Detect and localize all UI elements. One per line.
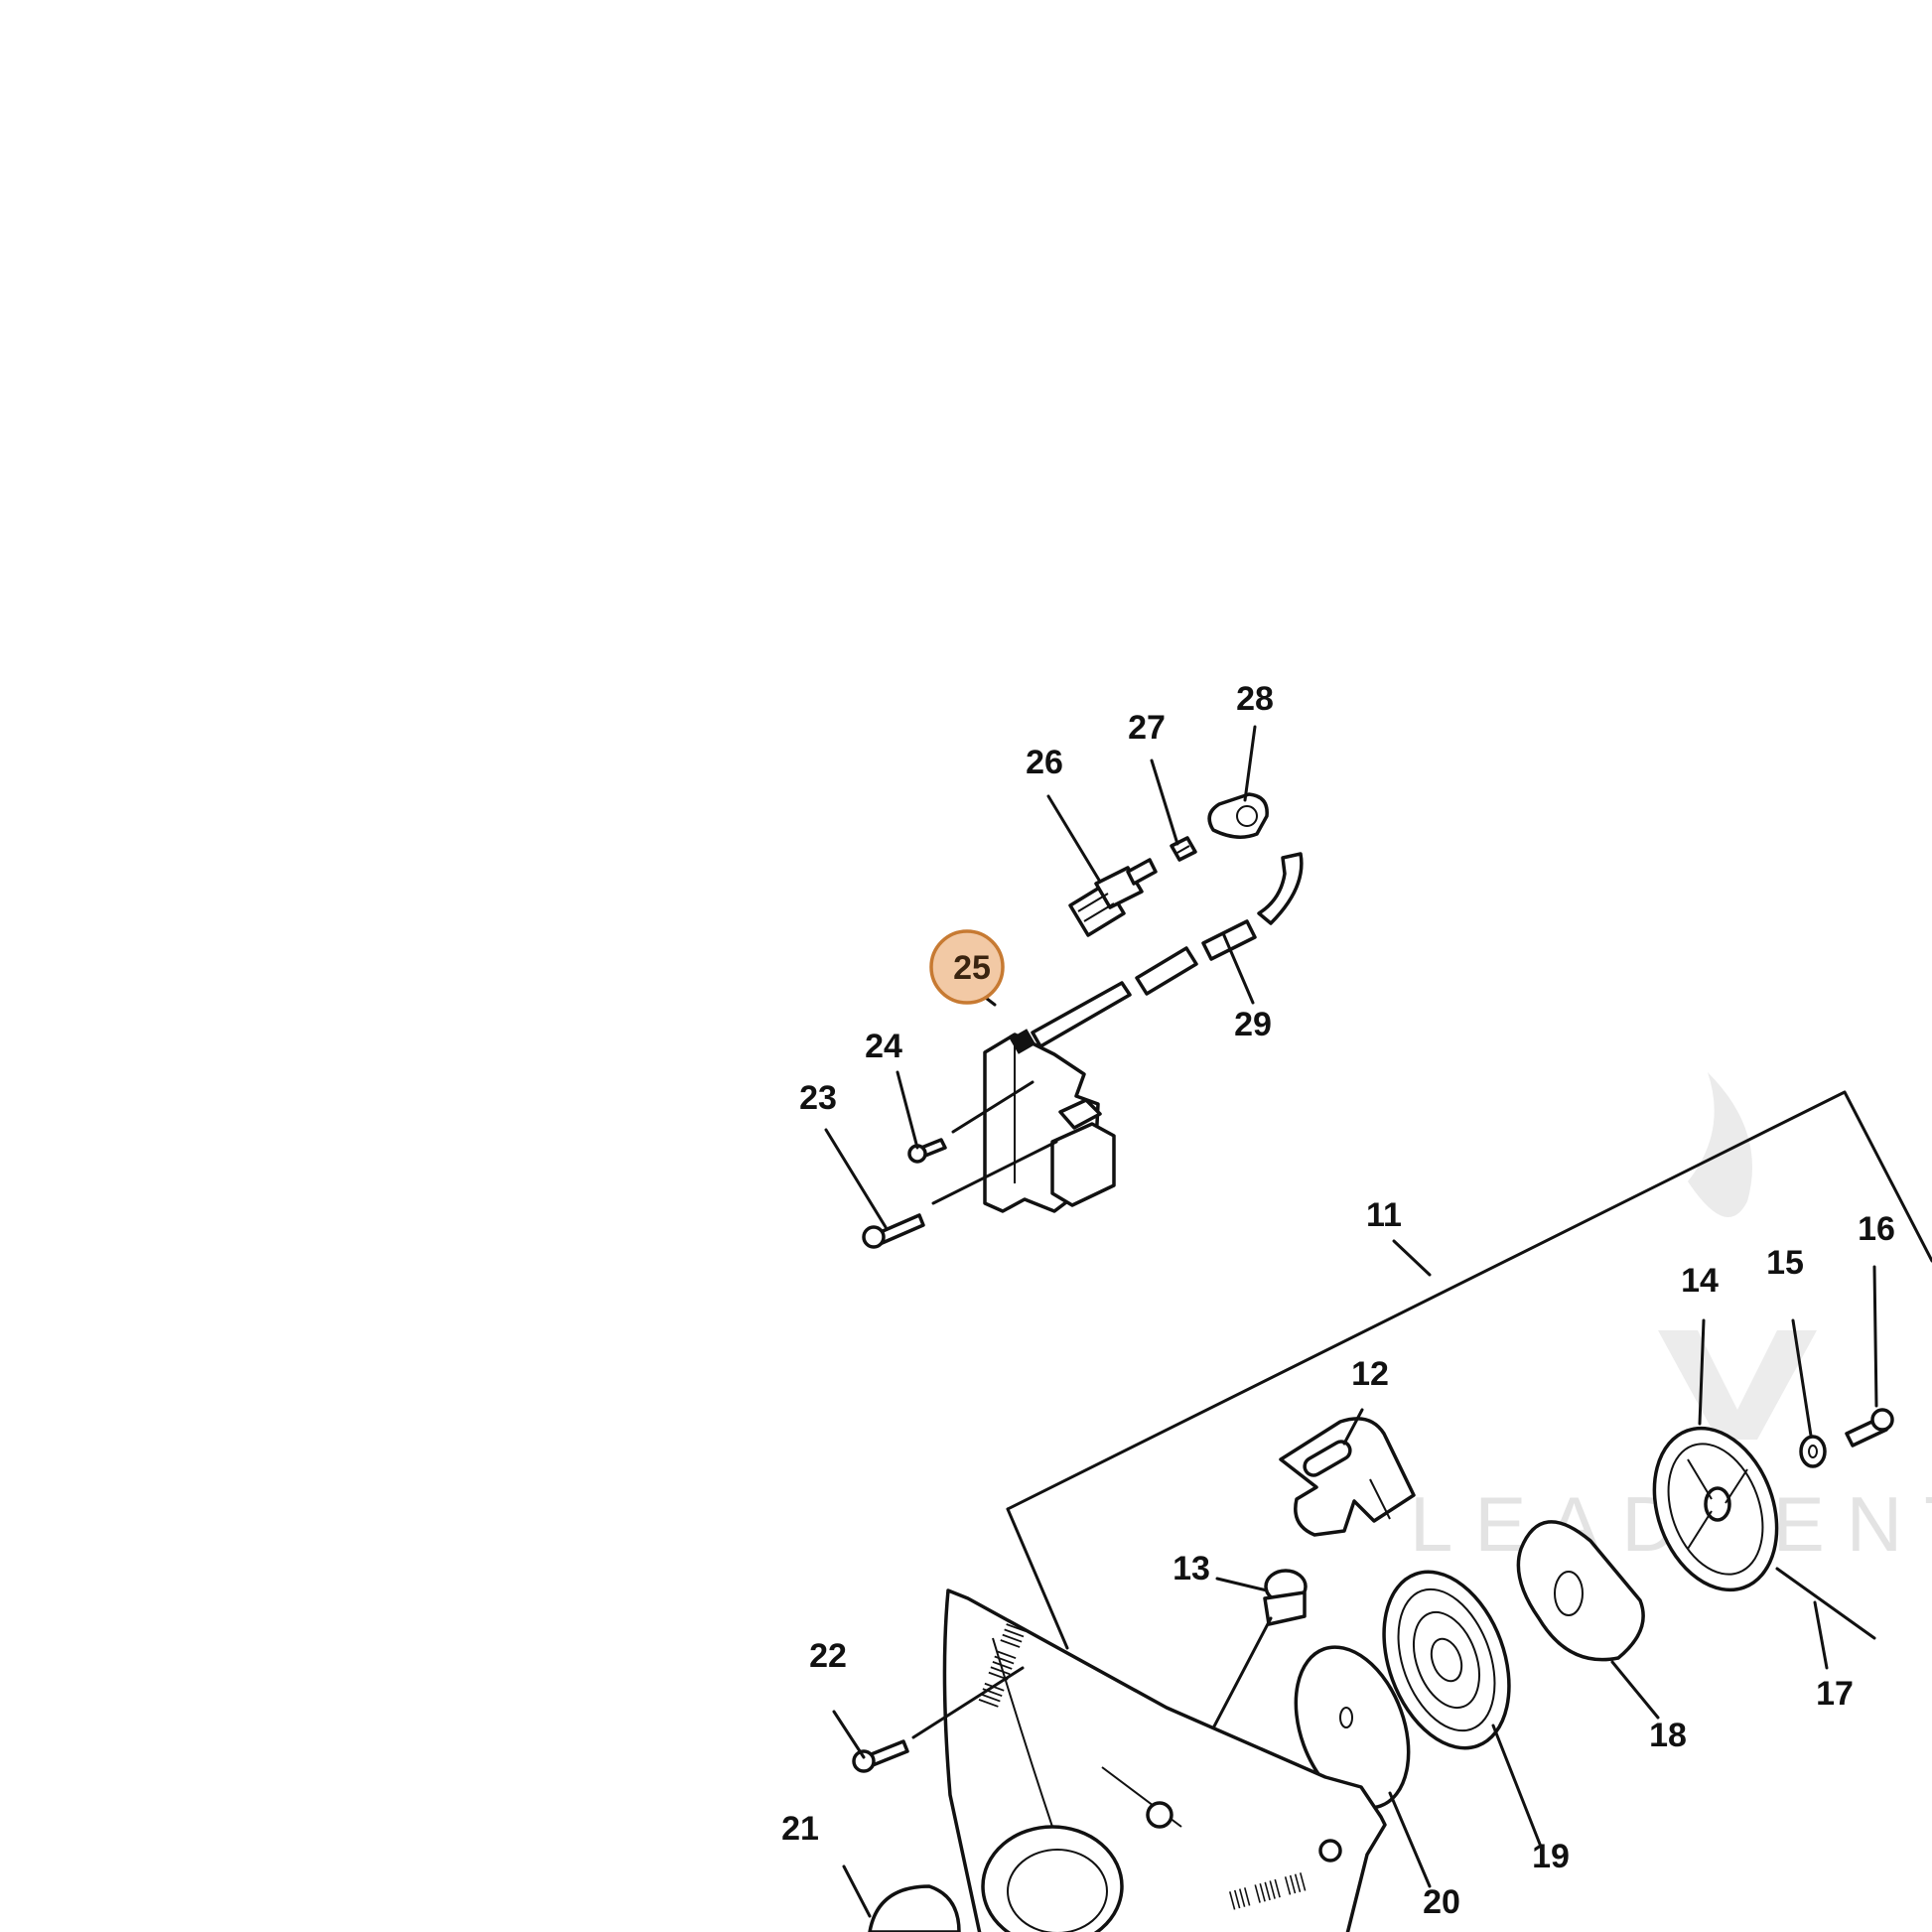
callout-13[interactable]: 13 [1173, 1550, 1210, 1587]
rope-rotor-part[interactable] [1633, 1411, 1798, 1607]
callout-29[interactable]: 29 [1234, 1006, 1272, 1043]
plug-boot-part[interactable] [1207, 792, 1269, 839]
screw-23-part[interactable] [862, 1213, 925, 1249]
callout-21[interactable]: 21 [781, 1810, 819, 1848]
screw-16-part[interactable] [1845, 1408, 1894, 1448]
starter-assembly-group: |||| ||||| |||| |||| ||||| |||| [852, 1090, 1932, 1932]
callout-17[interactable]: 17 [1816, 1675, 1854, 1713]
callout-labels: 25 26 27 28 29 24 23 11 12 13 14 15 16 1… [781, 680, 1895, 1921]
callout-27[interactable]: 27 [1128, 709, 1166, 747]
callout-24[interactable]: 24 [865, 1028, 902, 1065]
callout-15[interactable]: 15 [1766, 1244, 1804, 1282]
assembly-bracket [1006, 1090, 1932, 1511]
callout-26[interactable]: 26 [1026, 744, 1063, 781]
callout-22[interactable]: 22 [809, 1637, 847, 1675]
spark-plug-part[interactable] [1068, 858, 1158, 937]
starter-rope-part[interactable] [1775, 1567, 1876, 1640]
ignition-group [862, 792, 1304, 1249]
part-21[interactable] [868, 1884, 961, 1932]
callout-19[interactable]: 19 [1532, 1838, 1570, 1875]
callout-12[interactable]: 12 [1351, 1355, 1389, 1393]
callout-25[interactable]: 25 [953, 949, 991, 987]
callout-18[interactable]: 18 [1649, 1717, 1687, 1754]
leader-lines [824, 725, 1878, 1918]
callout-14[interactable]: 14 [1681, 1262, 1719, 1300]
callout-16[interactable]: 16 [1858, 1210, 1895, 1248]
washer-part[interactable] [1799, 1435, 1827, 1468]
fan-housing-part[interactable]: |||| ||||| |||| |||| ||||| |||| [942, 1588, 1387, 1932]
callout-23[interactable]: 23 [799, 1079, 837, 1117]
callout-11[interactable]: 11 [1366, 1196, 1402, 1234]
disc-part[interactable] [1275, 1631, 1429, 1823]
callout-28[interactable]: 28 [1236, 680, 1274, 718]
screw-22-part[interactable] [852, 1739, 909, 1773]
callout-20[interactable]: 20 [1423, 1883, 1460, 1921]
washer-disc-part[interactable] [1516, 1520, 1645, 1662]
rewind-spring-part[interactable] [1361, 1555, 1532, 1766]
screw-24-part[interactable] [907, 1138, 947, 1164]
guide-bush-part[interactable] [1263, 1569, 1308, 1626]
highlight-marker-25 [929, 929, 1005, 1005]
